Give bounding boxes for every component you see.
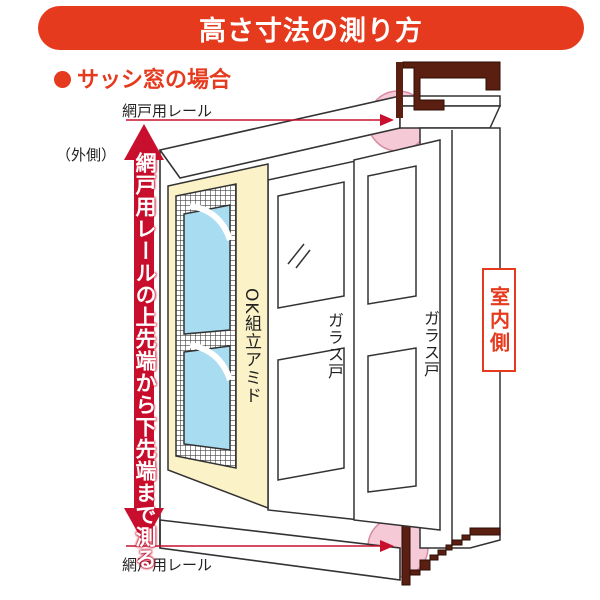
measurement-note: 網戸用レールの上先端から下先端まで測る [133, 152, 157, 570]
page-title: 高さ寸法の測り方 [38, 6, 584, 50]
glass-door-label-2: ガラス戸 [421, 310, 440, 378]
top-rail-label: 網戸用レール [122, 102, 213, 120]
screen-door [167, 163, 269, 510]
top-frame-profile [402, 61, 501, 111]
glass-door-label-1: ガラス戸 [325, 312, 344, 380]
bottom-rail-pointer [126, 540, 394, 552]
bullet-dot-icon [54, 71, 71, 88]
bottom-rail-label: 網戸用レール [122, 556, 213, 574]
glass-door-right [353, 139, 441, 531]
measurement-arrow [124, 124, 164, 544]
top-frame-lip [396, 62, 403, 118]
outside-label: （外側） [56, 146, 117, 164]
screen-product-label: OK組立アミド [241, 288, 261, 405]
top-rail-pointer [126, 114, 394, 126]
subtitle-text: サッシ窓の場合 [77, 68, 232, 93]
subtitle: サッシ窓の場合 [54, 62, 231, 94]
indoor-label: 室内側 [482, 268, 516, 372]
bottom-frame-profile [401, 524, 501, 586]
glass-door-left [267, 159, 361, 521]
